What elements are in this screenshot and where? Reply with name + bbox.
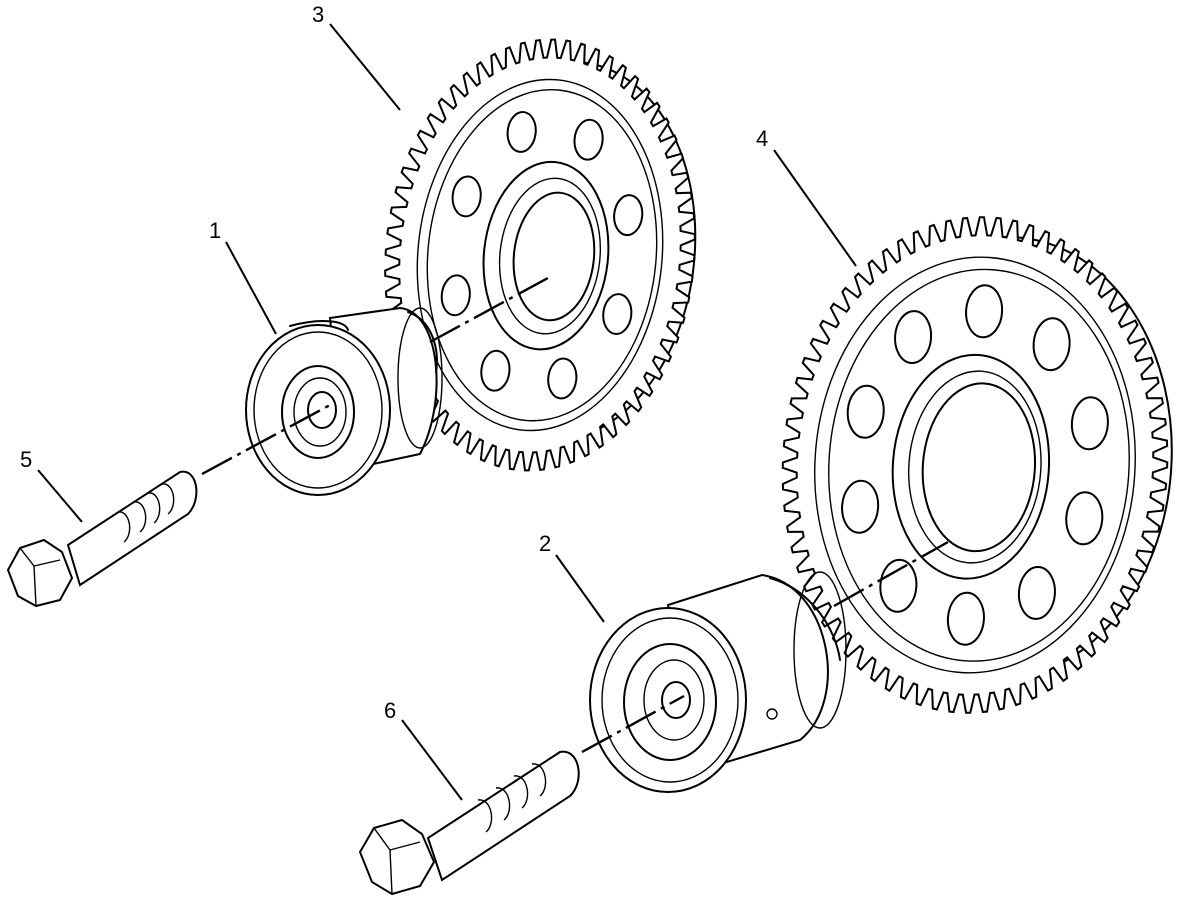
bolt-hole (965, 284, 1004, 339)
callout-3: 3 (312, 2, 401, 111)
bolt-hole (451, 175, 482, 218)
bolt-hole (1070, 396, 1109, 451)
callout-number: 5 (20, 447, 32, 472)
callout-number: 3 (312, 2, 324, 27)
bolt-hole (946, 591, 985, 646)
bolt-hole (879, 558, 918, 613)
bolt-hole (1032, 317, 1071, 372)
gear-3-bolt-holes (440, 111, 644, 400)
bolt-hole (894, 310, 933, 365)
callout-5: 5 (20, 447, 83, 523)
bolt-hole (613, 194, 644, 237)
bolt-hole (480, 349, 511, 392)
gear-3 (384, 38, 697, 472)
bolt-hole (602, 293, 633, 335)
callout-4: 4 (756, 126, 857, 267)
callout-number: 1 (209, 218, 221, 243)
bolt-hole (440, 274, 471, 317)
hub-1 (245, 306, 443, 496)
bolt-hole (573, 118, 604, 161)
callout-1: 1 (209, 218, 277, 335)
callout-6: 6 (384, 698, 463, 801)
bolt-hole (1017, 565, 1056, 620)
callout-number: 4 (756, 126, 768, 151)
callout-number: 2 (539, 531, 551, 556)
bolt-hole (846, 384, 885, 439)
bolt-hole (547, 357, 578, 400)
callout-2: 2 (539, 531, 605, 623)
bolt-hole (1065, 491, 1104, 546)
gear-4-bolt-holes (841, 284, 1109, 646)
bolt-hole (841, 479, 880, 534)
bolt-6 (358, 750, 580, 896)
bolt-hole (506, 111, 537, 153)
bolt-5 (6, 470, 198, 608)
callout-number: 6 (384, 698, 396, 723)
hub-2 (589, 571, 847, 793)
gear-4 (781, 216, 1173, 714)
center-lines (201, 276, 949, 754)
